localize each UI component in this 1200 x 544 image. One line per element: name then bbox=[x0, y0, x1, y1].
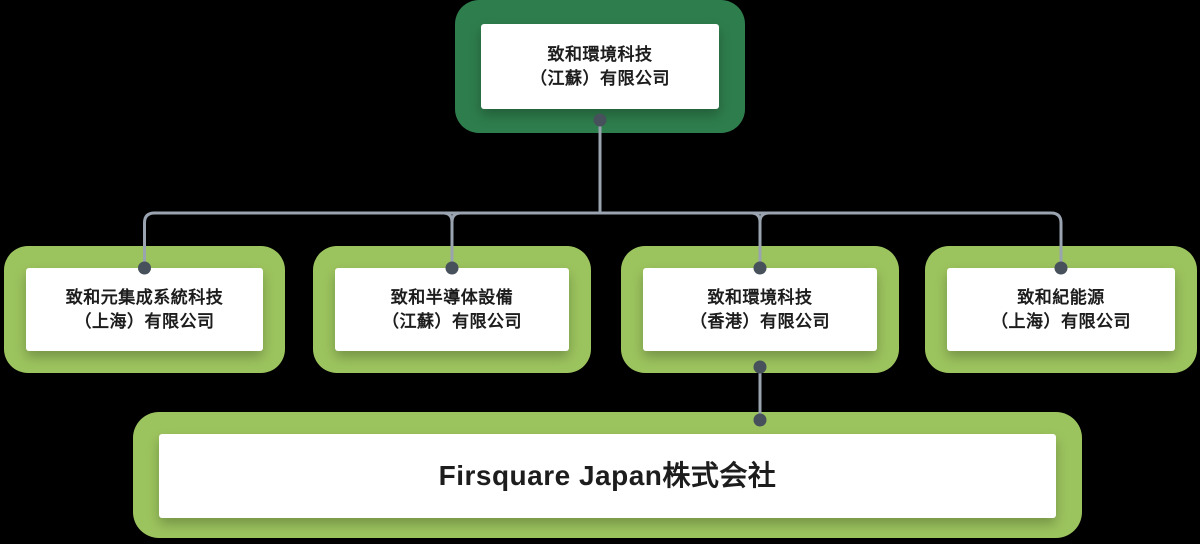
org-node-subsidiary: Firsquare Japan株式会社 bbox=[133, 412, 1082, 538]
org-node-child-4-name-line2: （上海）有限公司 bbox=[991, 311, 1131, 331]
org-node-root: 致和環境科技 （江蘇）有限公司 bbox=[455, 0, 745, 133]
org-node-child-2-name-line1: 致和半導体設備 bbox=[390, 287, 514, 307]
org-node-child-3: 致和環境科技 （香港）有限公司 bbox=[621, 246, 899, 373]
org-node-child-4: 致和紀能源 （上海）有限公司 bbox=[925, 246, 1197, 373]
org-node-child-2-card: 致和半導体設備 （江蘇）有限公司 bbox=[335, 268, 569, 351]
org-node-child-1-name-line1: 致和元集成系統科技 bbox=[65, 287, 224, 307]
org-node-root-name-line1: 致和環境科技 bbox=[547, 44, 653, 64]
org-node-child-1-card: 致和元集成系統科技 （上海）有限公司 bbox=[26, 268, 263, 351]
org-node-child-2-name-line2: （江蘇）有限公司 bbox=[382, 311, 522, 331]
org-node-subsidiary-card: Firsquare Japan株式会社 bbox=[159, 434, 1056, 518]
org-node-root-name-line2: （江蘇）有限公司 bbox=[530, 68, 670, 88]
org-node-child-3-card: 致和環境科技 （香港）有限公司 bbox=[643, 268, 877, 351]
org-node-child-4-name-line1: 致和紀能源 bbox=[1017, 287, 1105, 307]
org-node-child-1: 致和元集成系統科技 （上海）有限公司 bbox=[4, 246, 285, 373]
org-node-child-3-name-line1: 致和環境科技 bbox=[707, 287, 813, 307]
org-node-root-card: 致和環境科技 （江蘇）有限公司 bbox=[481, 24, 719, 109]
connector-drop-child-3-fillet bbox=[758, 211, 770, 223]
connector-drop-child-2-fillet bbox=[450, 211, 462, 223]
org-node-child-4-card: 致和紀能源 （上海）有限公司 bbox=[947, 268, 1175, 351]
org-node-child-3-name-line2: （香港）有限公司 bbox=[690, 311, 830, 331]
org-node-child-1-name-line2: （上海）有限公司 bbox=[74, 311, 215, 331]
org-node-subsidiary-name: Firsquare Japan株式会社 bbox=[438, 460, 777, 491]
org-node-child-2: 致和半導体設備 （江蘇）有限公司 bbox=[313, 246, 591, 373]
